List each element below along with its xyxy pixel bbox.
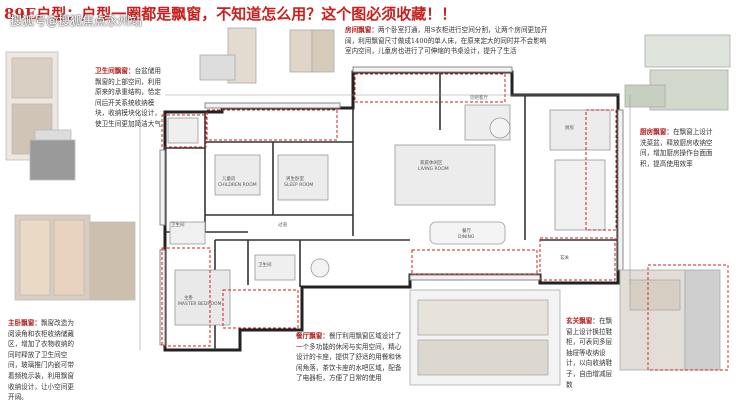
note-dining-window: 餐厅飘窗：餐厅利用飘窗区域设计了一个多功能的休闲与实用空间，精心设计的卡座，提供… xyxy=(296,331,404,384)
room-label: 厨房 xyxy=(565,126,574,131)
note-kitchen-window: 厨房飘窗：在飘窗上设计洗菜盆，释放厨房收纳空间，增加厨房操作台面面积，提高使用效… xyxy=(640,127,715,169)
room-label: 男生卧室 xyxy=(286,177,304,182)
note-text: 飘窗改造为阅读角和衣柜收纳储藏区，增加了衣物收纳的同时释放了卫生间空间，玻璃推门… xyxy=(8,319,74,402)
room-label: 卫生间 xyxy=(171,223,185,228)
note-label: 厨房飘窗： xyxy=(640,128,673,136)
note-bedroom-window: 房间飘窗：两个卧室打通，用S衣柜进行空间分割，让两个房间更加开阔，利用飘窗尺寸做… xyxy=(345,25,550,57)
room-label: 家庭休闲区 xyxy=(420,161,443,166)
note-text: 在飘窗上设计换拉鞋柜，可表同多层抽屉等收纳设计，以向收纳鞋子，自由增减层数 xyxy=(566,317,613,389)
room-annotation: SLEEP ROOM xyxy=(284,183,314,188)
room-label: 餐厅 xyxy=(462,229,471,234)
room-annotation: MASTER BEDROOM xyxy=(178,302,222,307)
watermark: 搜狐号@搜狐焦点永州站 xyxy=(10,14,143,28)
room-label: 饮吧客厅 xyxy=(470,96,488,101)
note-label: 主卧飘窗： xyxy=(8,319,41,327)
note-label: 卫生间飘窗： xyxy=(95,67,135,75)
room-annotation: LIVING ROOM xyxy=(418,167,449,172)
room-label: 儿童房 xyxy=(222,177,236,182)
note-label: 餐厅飘窗： xyxy=(296,332,329,340)
room-annotation: CHILDREN ROOM xyxy=(218,183,257,188)
room-label: 玄关 xyxy=(560,256,569,261)
note-text: 两个卧室打通，用S衣柜进行空间分割，让两个房间更加开阔，利用飘窗尺寸做成1400… xyxy=(345,26,548,56)
room-annotation: DINING xyxy=(458,235,475,240)
note-text: 台盆储用飘窗的上部空间，利用原来的承重结构，恰定间后开关系统收纳模块，收纳模块化… xyxy=(95,67,161,128)
note-label: 房间飘窗： xyxy=(345,26,378,34)
note-bathroom-window: 卫生间飘窗：台盆储用飘窗的上部空间，利用原来的承重结构，恰定间后开关系统收纳模块… xyxy=(95,66,163,130)
note-label: 玄关飘窗： xyxy=(566,317,599,325)
room-label: 过道 xyxy=(278,223,287,228)
note-master-window: 主卧飘窗：飘窗改造为阅读角和衣柜收纳储藏区，增加了衣物收纳的同时释放了卫生间空间… xyxy=(8,318,76,403)
page-title: 89E户型：户型一圈都是飘窗，不知道怎么用？这个图必须收藏！！ xyxy=(4,5,457,23)
note-entrance-window: 玄关飘窗：在飘窗上设计换拉鞋柜，可表同多层抽屉等收纳设计，以向收纳鞋子，自由增减… xyxy=(566,316,616,390)
note-text: 餐厅利用飘窗区域设计了一个多功能的休闲与实用空间，精心设计的卡座，提供了舒适的用… xyxy=(296,332,402,383)
room-label: 卫生间 xyxy=(258,263,272,268)
note-text: 在飘窗上设计洗菜盆，释放厨房收纳空间，增加厨房操作台面面积，提高使用效率 xyxy=(640,128,713,168)
room-label: 主卧 xyxy=(184,296,193,301)
